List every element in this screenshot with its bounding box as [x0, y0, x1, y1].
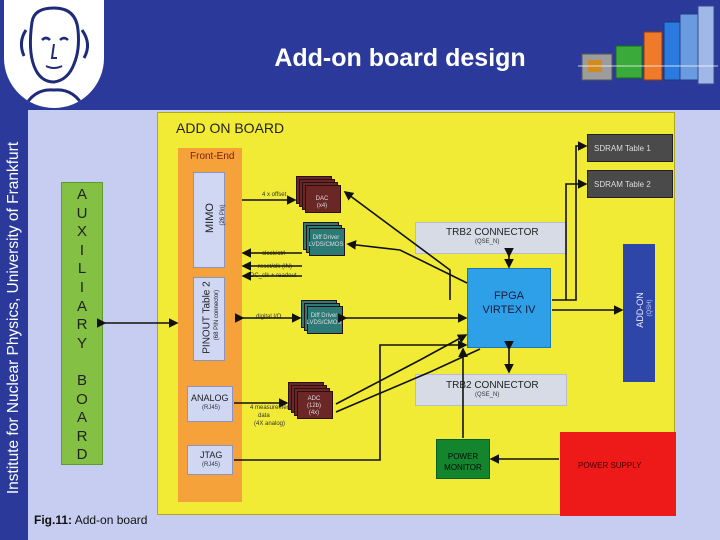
trb2-top-label: TRB2 CONNECTOR	[446, 227, 539, 238]
signal-analog-data-1: 4 measurement	[250, 405, 292, 411]
signal-reset-clk: reset/clk (IN)	[258, 264, 293, 270]
power-supply	[560, 432, 676, 516]
sdram-table-2: SDRAM Table 2	[587, 170, 673, 198]
university-logo	[4, 0, 104, 108]
dac-chip	[296, 176, 341, 216]
aux-letter: I	[79, 279, 85, 296]
diff-driver-1-label-1: Diff Driver	[312, 235, 340, 241]
trb2-connector-top	[415, 222, 567, 254]
signal-analog-data-3: (4X analog)	[254, 421, 286, 427]
aux-letter: A	[76, 297, 87, 315]
mimo-connector	[193, 172, 225, 268]
aux-letter: X	[76, 223, 87, 241]
caption-text: Add-on board	[72, 513, 148, 527]
analog-label: ANALOG	[191, 393, 229, 403]
power-supply-label: POWER SUPPLY	[578, 461, 642, 470]
institute-sidebar	[0, 110, 28, 540]
dac-label-2: (x4)	[316, 203, 328, 209]
signal-analog-data-2: data	[258, 413, 270, 419]
caption-prefix: Fig.11:	[34, 513, 73, 527]
diff-driver-2-label-1: Diff Driver	[310, 313, 338, 319]
signal-offset: 4 x offset	[262, 192, 287, 198]
trb2-top-sub: (QSE_N)	[475, 239, 500, 245]
figure-caption: Fig.11: Add-on board	[34, 513, 147, 527]
fpga-virtex-iv	[467, 268, 551, 348]
aux-letter: B	[76, 372, 87, 389]
adc-label-2: (12b)	[306, 403, 321, 409]
aux-letter: R	[76, 427, 88, 445]
power-monitor-label-2: MONITOR	[444, 463, 482, 472]
aux-letter: U	[76, 204, 88, 222]
page-title: Add-on board design	[274, 44, 526, 72]
trb2-connector-bottom	[415, 374, 567, 406]
detector-illustration	[578, 2, 718, 106]
jtag-label: JTAG	[200, 450, 223, 460]
adc-label-3: (4x)	[308, 410, 320, 416]
aux-letter: R	[76, 316, 88, 334]
aux-letter: A	[76, 186, 87, 203]
diff-driver-1-label-2: LVDS/CMOS	[308, 242, 344, 248]
jtag-connector	[187, 445, 233, 475]
board-title: ADD ON BOARD	[176, 120, 285, 136]
analog-connector	[187, 386, 233, 422]
aux-letter: D	[76, 446, 88, 464]
front-end-title: Front-End	[190, 151, 235, 162]
trb2-bottom-sub: (QSE_N)	[475, 392, 500, 398]
adc-label-1: ADC	[307, 396, 321, 402]
jtag-sub: (RJ45)	[202, 462, 221, 468]
aux-letter: Y	[76, 334, 87, 352]
aux-letter: O	[76, 390, 88, 408]
aux-letter: I	[79, 241, 85, 259]
analog-sub: (RJ45)	[202, 405, 221, 411]
aux-letter: A	[76, 409, 87, 427]
diff-driver-1-chip	[303, 222, 347, 262]
fpga-label-2: VIRTEX IV	[482, 304, 536, 316]
fpga-label-1: FPGA	[494, 290, 524, 302]
sdram-table-1: SDRAM Table 1	[587, 134, 673, 162]
signal-clock-ctrl: clock/ctrl	[262, 251, 286, 257]
pinout-table-2	[193, 277, 225, 361]
aux-letter: L	[77, 260, 87, 278]
diff-driver-2-label-2: LVDS/CMOS	[306, 320, 342, 326]
trb2-bottom-label: TRB2 CONNECTOR	[446, 380, 539, 391]
add-on-connector	[623, 244, 655, 382]
dac-label-1: DAC	[315, 196, 329, 202]
adc-chip	[288, 382, 334, 424]
power-monitor-label-1: POWER	[447, 452, 479, 461]
